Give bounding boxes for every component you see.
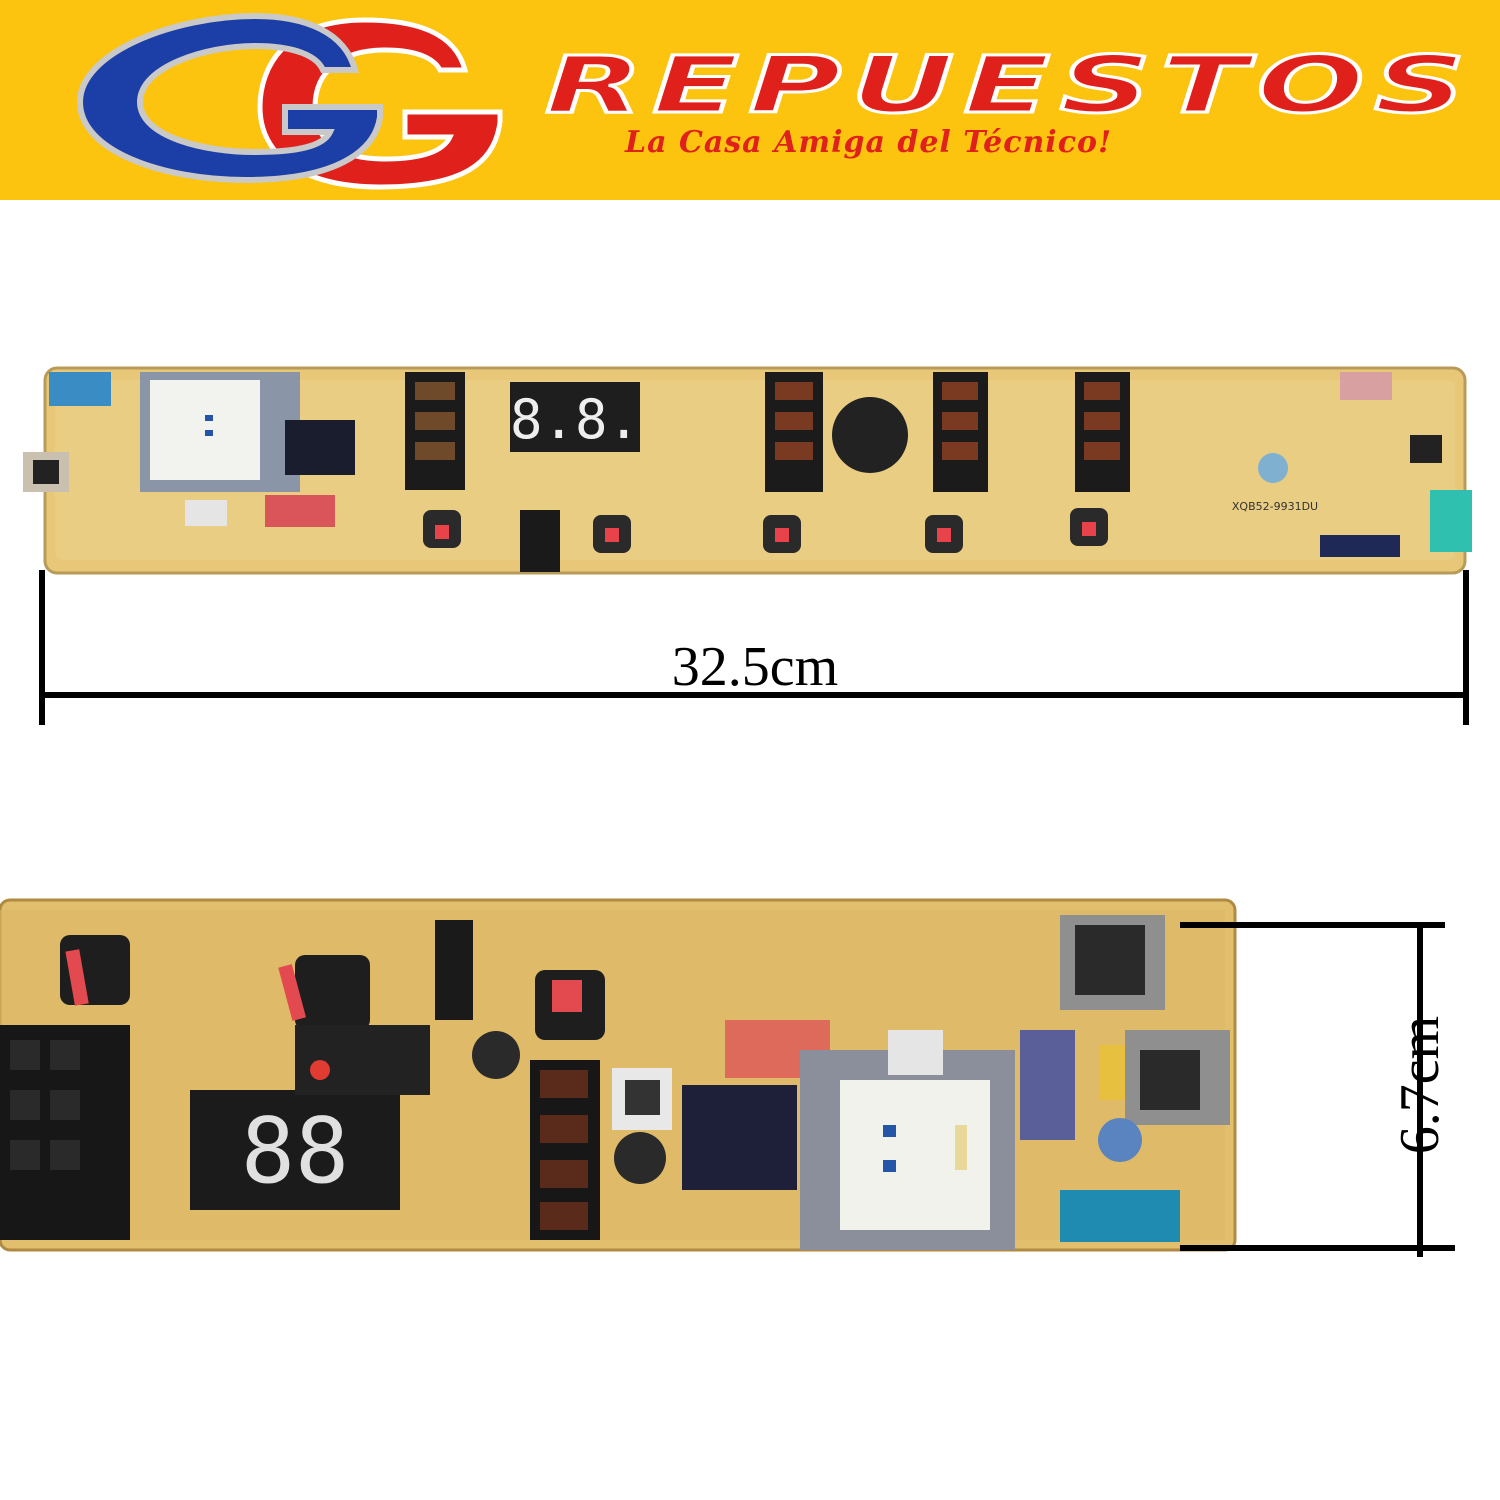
svg-text:88: 88: [241, 1099, 349, 1204]
slogan: La Casa Amiga del Técnico!: [625, 125, 1113, 160]
pcb-photo-bottom: 88: [0, 898, 1237, 1252]
svg-text:XQB52-9931DU: XQB52-9931DU: [1232, 500, 1318, 513]
svg-text:REPUESTOS: REPUESTOS: [545, 52, 1475, 131]
brand-name: REPUESTOS: [544, 52, 1475, 133]
width-label: 32.5cm: [671, 636, 839, 698]
height-dimension-line: [1180, 922, 1455, 1257]
pcb-photo-top: 8.8. XQB52-9931DU: [23, 366, 1472, 575]
height-label: 6.7cm: [1389, 1015, 1451, 1155]
gg-logo: [76, 12, 503, 190]
svg-text:8.8.: 8.8.: [510, 388, 640, 451]
width-dimension-line: [39, 570, 1469, 725]
brand-banner: REPUESTOS La Casa Amiga del Técnico!: [0, 0, 1500, 200]
